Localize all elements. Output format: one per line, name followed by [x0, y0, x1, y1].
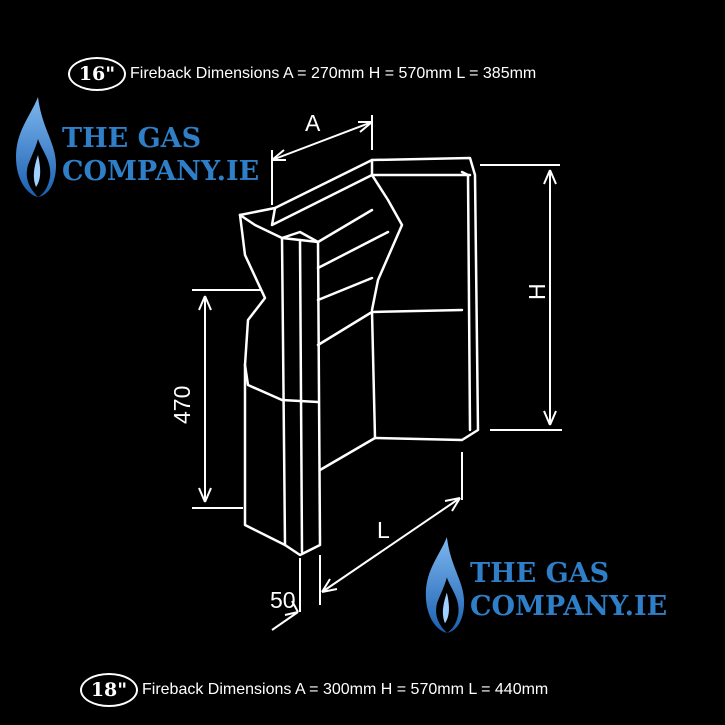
dimension-a — [271, 115, 373, 205]
company-logo-top: THE GAS COMPANY.IE — [12, 95, 259, 199]
dimension-h — [480, 164, 562, 431]
spec-18-inch: 18" Fireback Dimensions A = 300mm H = 57… — [80, 673, 548, 707]
spec-16-inch: 16" Fireback Dimensions A = 270mm H = 57… — [68, 57, 536, 91]
dimension-470 — [192, 289, 262, 509]
dimension-470-label: 470 — [169, 386, 195, 424]
company-logo-bottom: THE GAS COMPANY.IE — [422, 535, 667, 635]
flame-icon — [16, 97, 56, 197]
size-badge-18: 18" — [80, 673, 138, 707]
logo-line-2: COMPANY.IE — [62, 156, 260, 187]
dimension-a-label: A — [305, 110, 321, 136]
size-badge-16: 16" — [68, 57, 126, 91]
dimension-l — [319, 452, 463, 605]
spec-18-text: Fireback Dimensions A = 300mm H = 570mm … — [142, 681, 549, 698]
spec-16-text: Fireback Dimensions A = 270mm H = 570mm … — [130, 65, 537, 82]
dimension-50 — [271, 558, 301, 631]
fireback-outline — [238, 156, 480, 557]
dimension-l-label: L — [377, 517, 390, 543]
logo-line-2: COMPANY.IE — [470, 591, 668, 622]
logo-line-1: THE GAS — [62, 123, 202, 154]
dimension-50-label: 50 — [270, 587, 296, 613]
flame-icon — [425, 537, 465, 633]
logo-line-1: THE GAS — [470, 558, 610, 589]
dimension-h-label: H — [524, 283, 550, 300]
